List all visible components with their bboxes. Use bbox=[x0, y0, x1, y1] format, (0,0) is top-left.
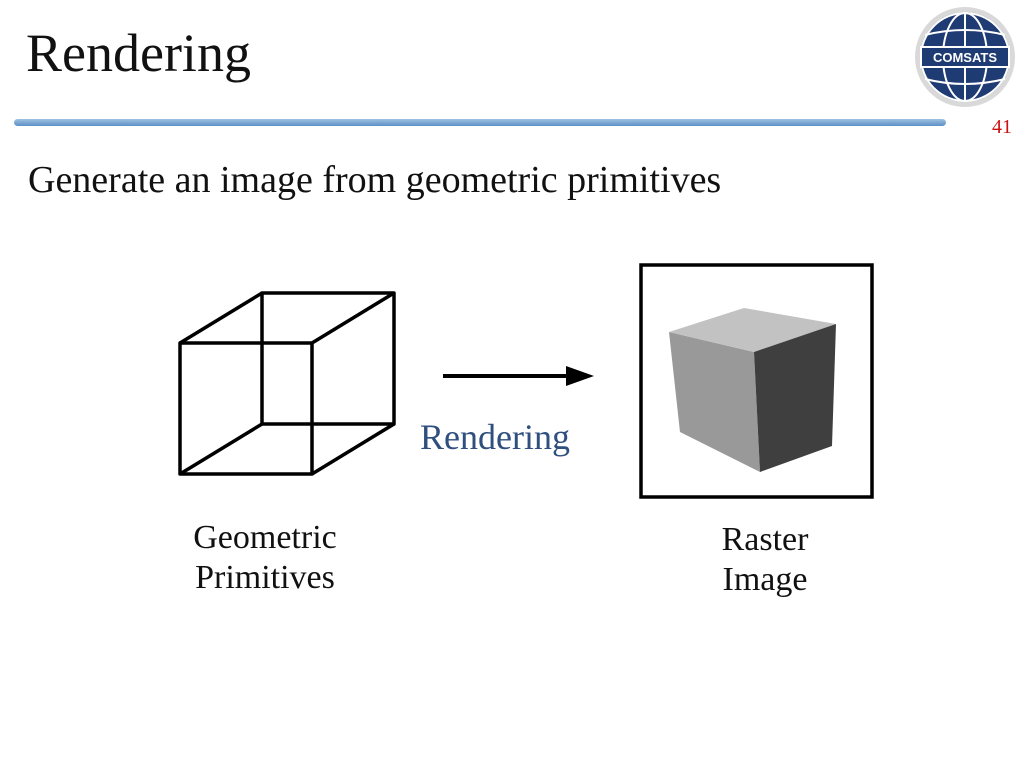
right-arrow-icon bbox=[443, 366, 594, 386]
caption-line: Geometric bbox=[193, 519, 337, 556]
slide-subtitle: Generate an image from geometric primiti… bbox=[28, 159, 722, 201]
page-number: 41 bbox=[992, 116, 1012, 138]
logo-text: COMSATS bbox=[933, 50, 997, 65]
globe-logo-icon: COMSATS bbox=[915, 7, 1015, 107]
raster-image-caption: Raster Image bbox=[690, 520, 840, 600]
caption-line: Image bbox=[722, 561, 808, 598]
slide-title: Rendering bbox=[26, 23, 251, 83]
rendering-arrow-label: Rendering bbox=[420, 417, 570, 457]
shaded-cube-icon bbox=[669, 308, 836, 472]
caption-line: Raster bbox=[721, 521, 809, 558]
caption-line: Primitives bbox=[195, 559, 335, 596]
geometric-primitives-caption: Geometric Primitives bbox=[170, 518, 360, 598]
title-underline bbox=[14, 119, 946, 126]
wireframe-cube-icon bbox=[178, 291, 396, 476]
